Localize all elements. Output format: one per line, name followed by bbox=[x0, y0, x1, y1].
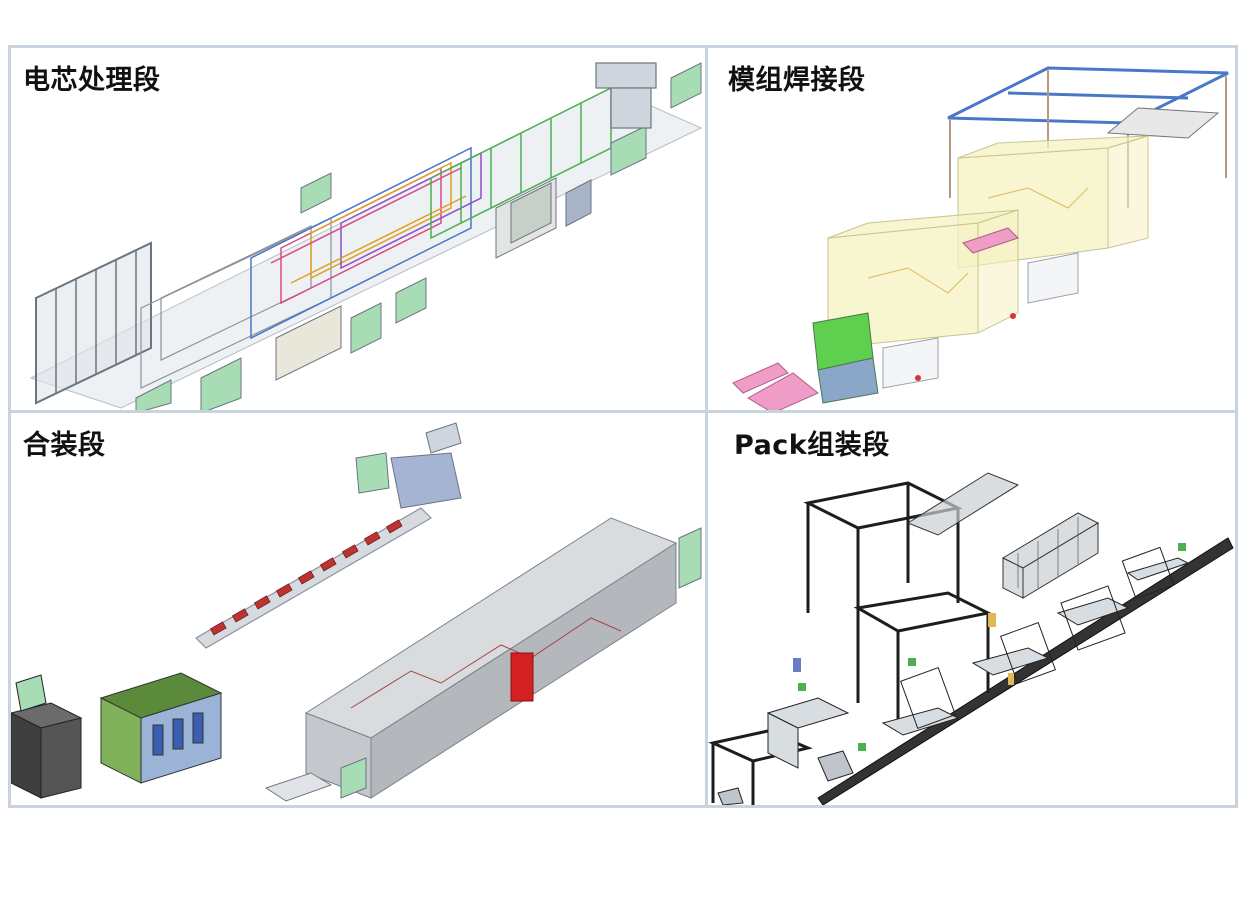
panel-assembly: 合装段 bbox=[11, 413, 708, 805]
figure-grid: 电芯处理段 bbox=[8, 45, 1238, 808]
red-cabinet bbox=[510, 652, 534, 702]
panel-cell-processing: 电芯处理段 bbox=[11, 48, 708, 413]
assembly-line-render bbox=[11, 422, 702, 802]
pack-assembly-line-render bbox=[708, 472, 1234, 805]
panel-label: Pack组装段 bbox=[734, 430, 890, 461]
panel-module-welding: 模组焊接段 bbox=[708, 48, 1235, 413]
panel-label: 合装段 bbox=[23, 430, 106, 461]
panel-pack-assembly: Pack组装段 bbox=[708, 413, 1235, 805]
panel-label: 模组焊接段 bbox=[728, 65, 866, 96]
panel-label: 电芯处理段 bbox=[23, 65, 161, 96]
cell-processing-line-render bbox=[29, 62, 703, 410]
module-welding-line-render bbox=[732, 66, 1229, 410]
